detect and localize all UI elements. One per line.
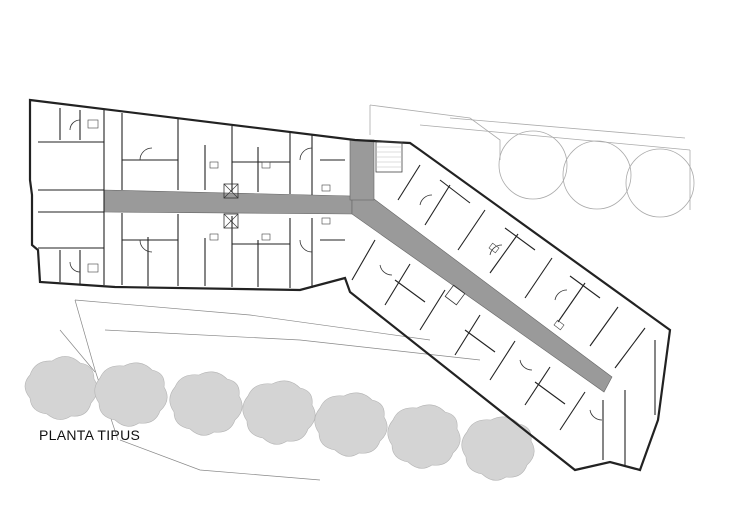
tree-canopy-icon bbox=[242, 380, 316, 445]
tree-canopy-icon bbox=[24, 356, 98, 420]
elevator-icon bbox=[444, 284, 466, 306]
stair-landing bbox=[349, 139, 375, 201]
building-plan bbox=[28, 98, 672, 472]
tree-canopy-icon bbox=[94, 362, 168, 427]
site-planters bbox=[498, 130, 695, 218]
elevator-icon bbox=[223, 213, 239, 229]
bathroom-fixtures bbox=[87, 119, 565, 331]
plan-title: PLANTA TIPUS bbox=[39, 427, 141, 443]
stair-hatch-icon bbox=[375, 141, 403, 173]
exterior-wall bbox=[28, 98, 672, 472]
door-swing-icon bbox=[69, 119, 603, 421]
corridor-diagonal-wing bbox=[351, 192, 613, 393]
tree-row bbox=[24, 356, 535, 481]
tree-canopy-icon bbox=[169, 371, 243, 436]
site-lines bbox=[59, 104, 691, 481]
tree-canopy-icon bbox=[461, 416, 535, 481]
elevator-icon bbox=[223, 183, 239, 199]
tree-canopy-icon bbox=[387, 404, 461, 469]
tree-canopy-icon bbox=[314, 392, 388, 457]
